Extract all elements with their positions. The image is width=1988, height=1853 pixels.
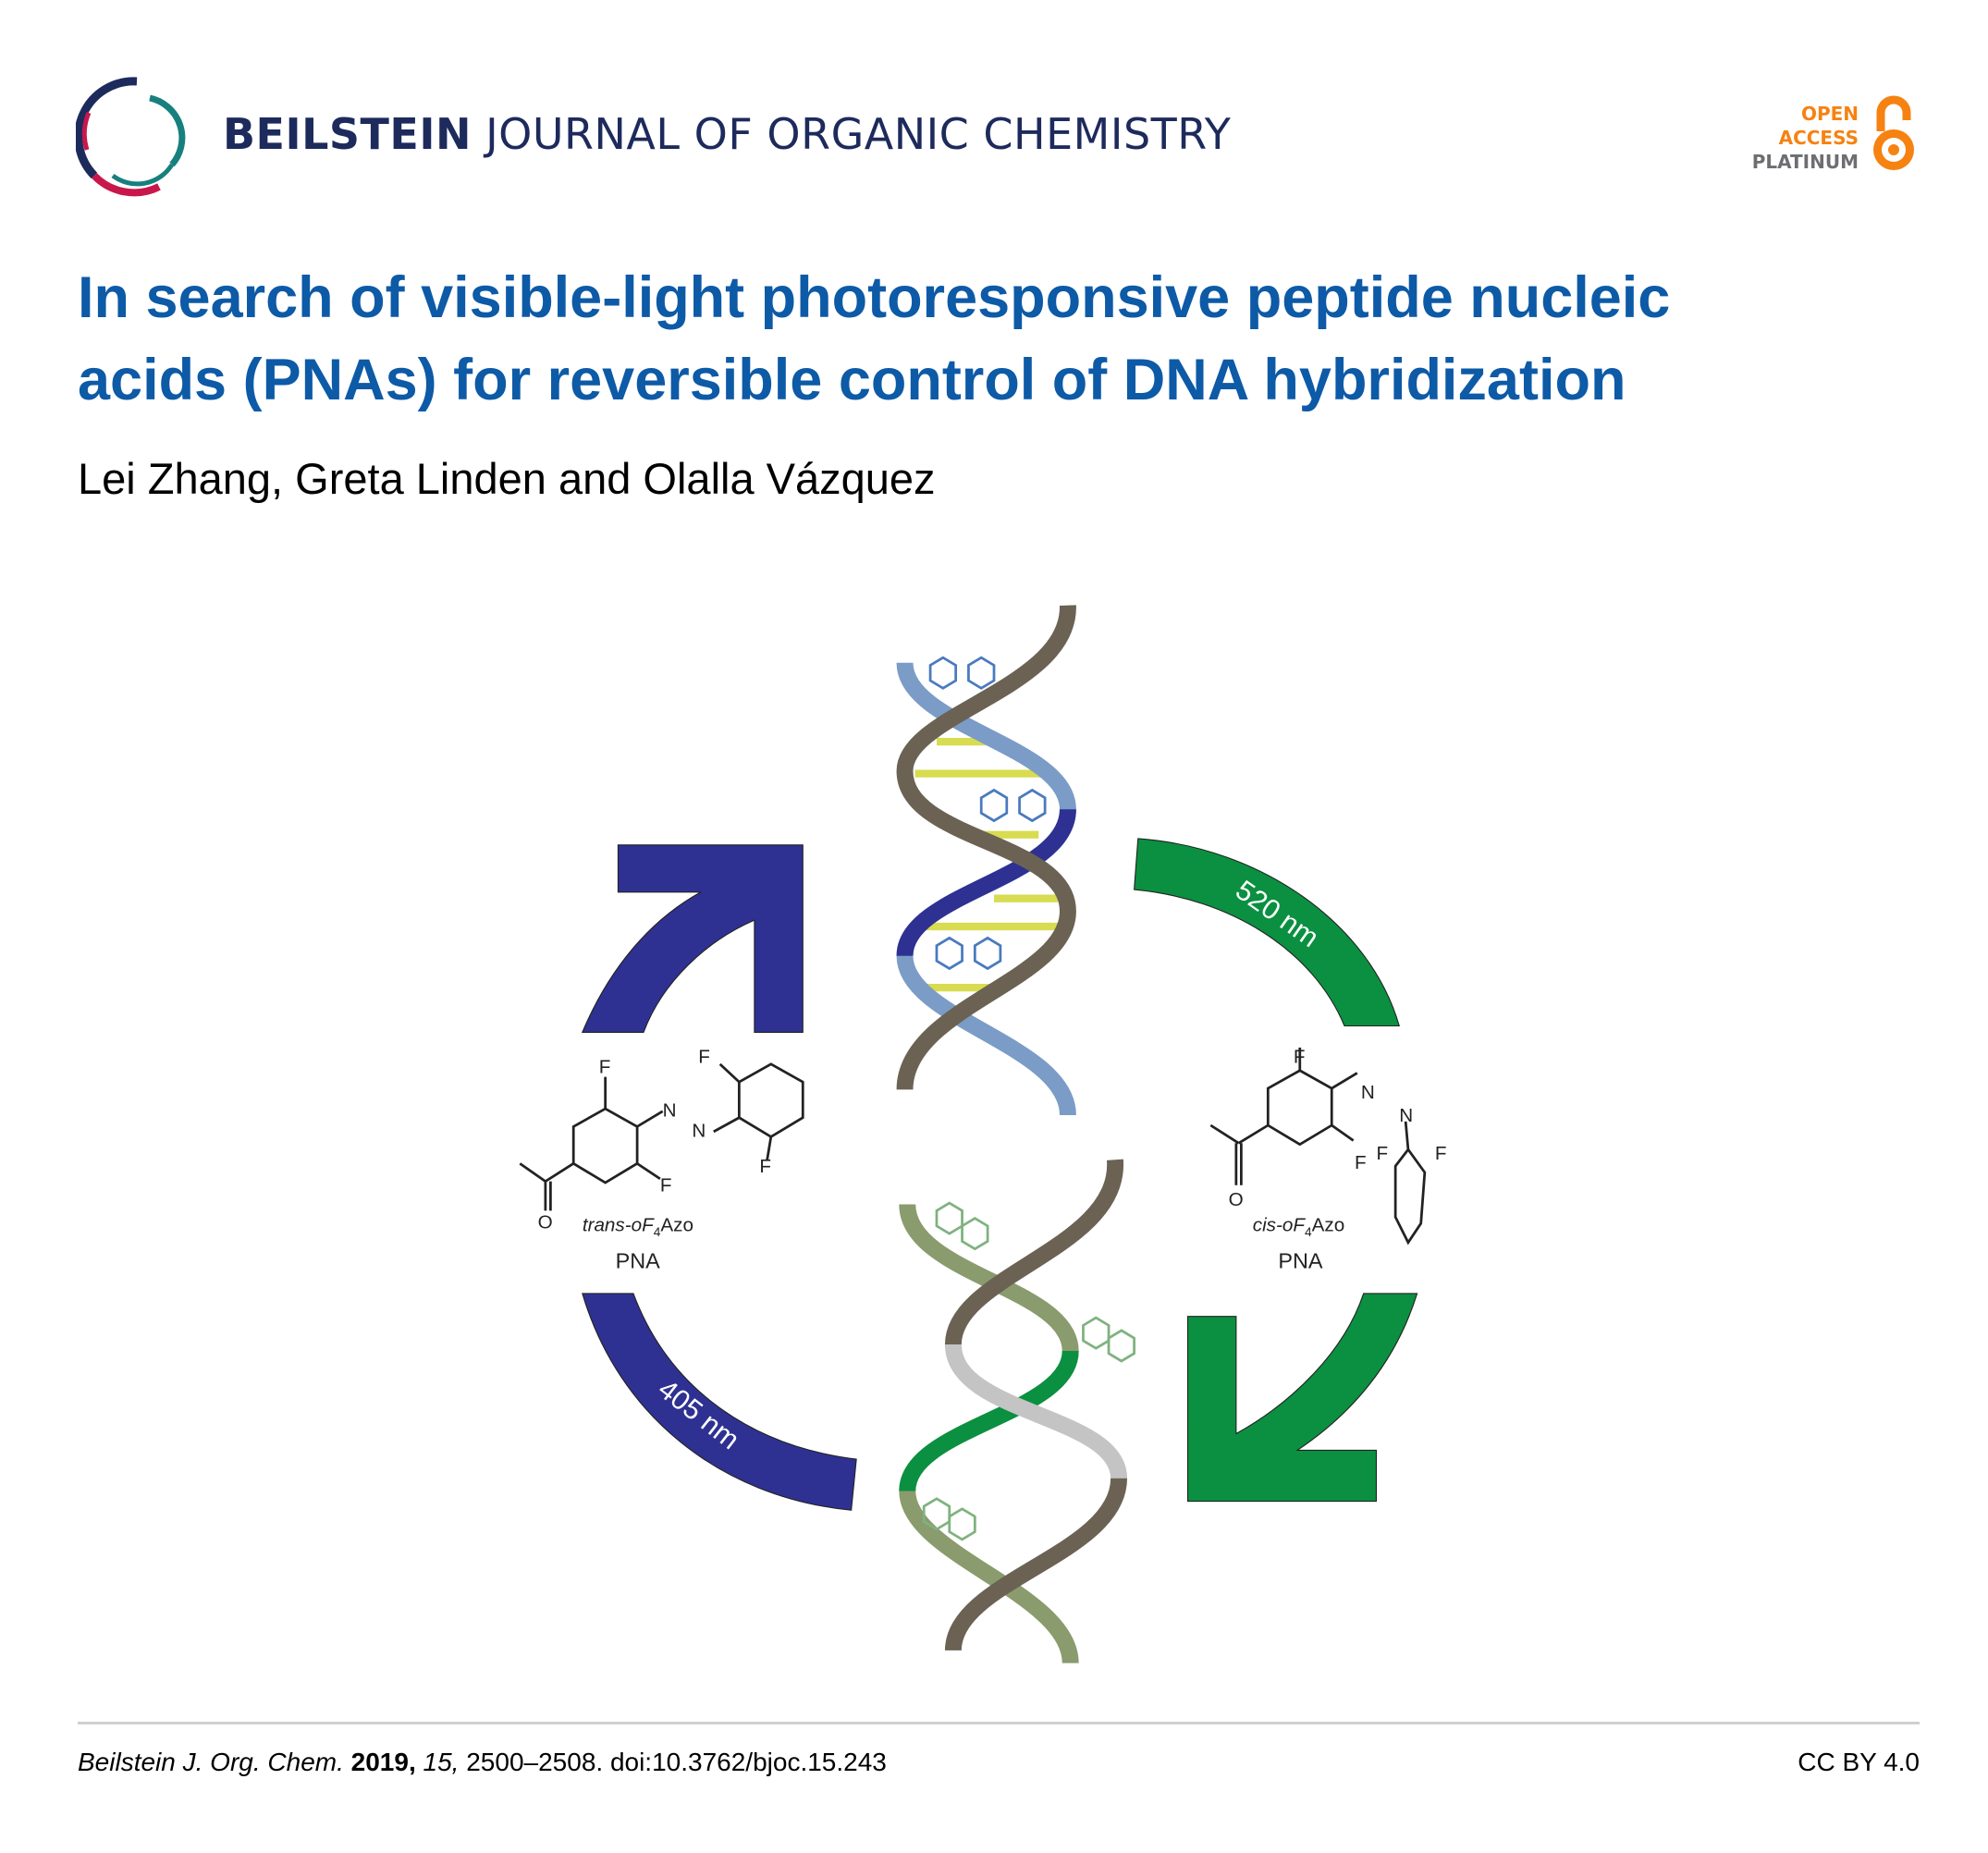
oa-platinum: PLATINUM xyxy=(1751,151,1859,173)
trans-atom-n2: N xyxy=(692,1120,706,1141)
cis-atom-f4: F xyxy=(1435,1143,1447,1164)
citation-year: 2019, xyxy=(350,1748,416,1776)
green-arc-520 xyxy=(1134,838,1401,1027)
citation: Beilstein J. Org. Chem. 2019, 15, 2500–2… xyxy=(78,1748,887,1777)
trans-azo-structure xyxy=(519,1062,804,1211)
trans-atom-f4: F xyxy=(759,1156,771,1177)
cis-atom-n2: N xyxy=(1399,1105,1413,1126)
article-authors: Lei Zhang, Greta Linden and Olalla Vázqu… xyxy=(78,454,936,503)
dna-single-strand xyxy=(899,1159,1135,1664)
cis-azo-structure xyxy=(1209,1047,1427,1246)
cis-atom-o: O xyxy=(1229,1189,1244,1210)
title-line-1: In search of visible-light photoresponsi… xyxy=(78,265,1671,330)
trans-pna-label: PNA xyxy=(616,1248,661,1272)
cis-atom-n1: N xyxy=(1361,1082,1375,1103)
license[interactable]: CC BY 4.0 xyxy=(1798,1748,1920,1776)
dna-pna-duplex xyxy=(896,605,1076,1116)
blue-arrow-up xyxy=(582,844,804,1033)
open-access-badge: OPEN ACCESS PLATINUM xyxy=(1752,102,1859,174)
oa-open: OPEN xyxy=(1800,103,1859,125)
footer-divider xyxy=(78,1722,1920,1724)
journal-name-bold: BEILSTEIN xyxy=(223,109,472,159)
trans-label: trans-oF4Azo xyxy=(583,1214,693,1239)
cis-atom-f1: F xyxy=(1294,1046,1306,1067)
cis-pna-label: PNA xyxy=(1278,1248,1323,1272)
beilstein-logo xyxy=(76,77,186,197)
citation-pages-doi[interactable]: 2500–2508. doi:10.3762/bjoc.15.243 xyxy=(466,1748,887,1776)
citation-volume: 15, xyxy=(423,1748,460,1776)
journal-abbrev: Beilstein J. Org. Chem. xyxy=(78,1748,344,1776)
trans-atom-f3: F xyxy=(698,1046,710,1067)
cis-atom-f3: F xyxy=(1376,1143,1388,1164)
trans-atom-o: O xyxy=(538,1212,553,1233)
trans-atom-f2: F xyxy=(660,1175,672,1196)
trans-atom-n1: N xyxy=(663,1099,677,1121)
journal-name-rest: JOURNAL OF ORGANIC CHEMISTRY xyxy=(471,109,1232,159)
open-access-lock-icon xyxy=(1873,95,1914,170)
cis-label: cis-oF4Azo xyxy=(1253,1214,1344,1239)
oa-access: ACCESS xyxy=(1778,127,1859,149)
cis-atom-f2: F xyxy=(1355,1152,1367,1173)
journal-name: BEILSTEIN JOURNAL OF ORGANIC CHEMISTRY xyxy=(223,109,1231,159)
title-line-2: acids (PNAs) for reversible control of D… xyxy=(78,348,1626,412)
trans-atom-f1: F xyxy=(599,1056,611,1077)
article-title: In search of visible-light photoresponsi… xyxy=(78,257,1927,422)
blue-arc-405 xyxy=(582,1293,857,1511)
green-arrow-down xyxy=(1186,1293,1418,1503)
